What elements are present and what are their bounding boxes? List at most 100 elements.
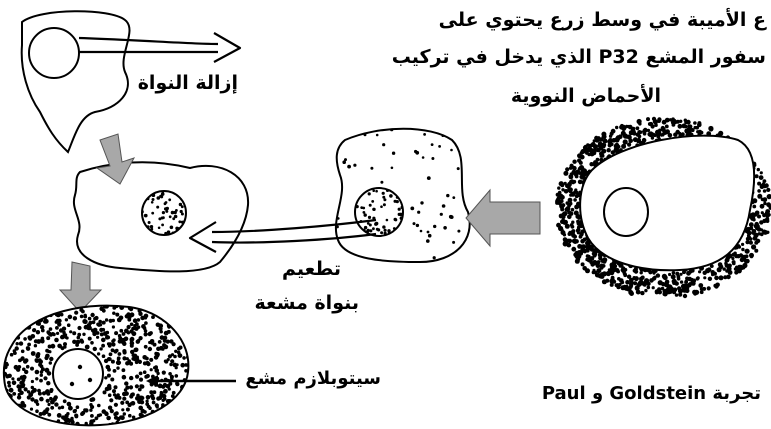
gray-arrow-right-to-middle (466, 190, 540, 246)
cytoplasm-dot (129, 376, 133, 380)
medium-dot (607, 148, 611, 152)
nucleus-dot (158, 227, 161, 230)
medium-dot (580, 155, 585, 160)
nucleus-right (604, 188, 648, 236)
cytoplasm-dot (168, 372, 172, 376)
cytoplasm-dot (182, 409, 186, 413)
medium-dot (577, 158, 581, 162)
medium-dot (572, 160, 576, 164)
cytoplasm-dot (35, 425, 39, 429)
cytoplasm-dot (176, 411, 180, 415)
cytoplasm-dot (68, 315, 73, 320)
cytoplasm-dot (179, 300, 182, 303)
cytoplasm-dot (35, 370, 40, 375)
cytoplasm-dot (49, 327, 53, 331)
medium-dot (637, 130, 641, 134)
cytoplasm-dot (187, 410, 191, 414)
medium-dot (760, 184, 765, 189)
cytoplasm-dot (176, 412, 180, 416)
experiment-caption: تجربة Goldstein و Paul (542, 383, 761, 404)
medium-dot (700, 131, 704, 135)
cytoplasm-dot (43, 319, 47, 323)
cytoplasm-dot (4, 412, 8, 416)
medium-dot (649, 122, 653, 126)
cytoplasm-dot (183, 418, 187, 422)
cytoplasm-dot (113, 369, 117, 373)
cytoplasm-dot (183, 325, 187, 329)
cytoplasm-dot (182, 311, 186, 315)
cytoplasm-dot (45, 389, 49, 393)
cytoplasm-dot (127, 325, 131, 329)
medium-dot (640, 271, 643, 274)
cytoplasm-dot (189, 351, 192, 354)
radioactive-dot (391, 167, 394, 170)
cytoplasm-dot (67, 323, 71, 327)
medium-dot (677, 277, 681, 281)
medium-dot (561, 188, 564, 191)
cytoplasm-dot (108, 342, 112, 346)
medium-dot (572, 181, 575, 184)
cytoplasm-dot (35, 312, 39, 316)
medium-dot (663, 275, 668, 280)
nucleus-dot (369, 229, 372, 232)
nucleus-dot (371, 200, 374, 203)
gray-arrow-down-2 (60, 262, 101, 312)
nucleus-dot (372, 189, 375, 192)
cytoplasm-dot (134, 348, 139, 353)
cytoplasm-dot (190, 411, 193, 414)
medium-dot (567, 188, 571, 192)
nucleolus-dot (78, 365, 82, 369)
cytoplasm-dot (122, 375, 127, 380)
cytoplasm-dot (46, 399, 50, 403)
nucleus-dot (181, 221, 184, 224)
cytoplasm-dot (177, 403, 182, 408)
nucleus-dot (398, 208, 401, 211)
cytoplasm-dot (163, 412, 167, 416)
cytoplasm-dot (190, 411, 194, 415)
medium-dot (612, 265, 617, 270)
cytoplasm-dot (1, 410, 5, 414)
medium-dot (697, 121, 701, 125)
medium-dot (746, 237, 750, 241)
cytoplasm-dot (125, 386, 129, 390)
medium-dot (680, 280, 683, 283)
medium-dot (575, 170, 579, 174)
cytoplasm-dot (24, 387, 28, 391)
nucleus-dot (170, 226, 174, 230)
cytoplasm-dot (45, 349, 49, 353)
cytoplasm-dot (16, 342, 19, 345)
cytoplasm-dot (101, 344, 105, 348)
medium-dot (585, 268, 590, 273)
medium-dot (585, 248, 589, 252)
cytoplasm-dot (29, 421, 33, 425)
cytoplasm-dot (156, 396, 160, 400)
cytoplasm-dot (30, 397, 34, 401)
cytoplasm-dot (22, 423, 26, 427)
nucleus-dot (356, 205, 359, 208)
medium-dot (756, 239, 760, 243)
medium-dot (576, 257, 581, 262)
medium-dot (576, 228, 580, 232)
nucleus-dot (169, 215, 172, 218)
medium-dot (653, 134, 657, 138)
cytoplasm-dot (191, 307, 195, 311)
medium-dot (593, 260, 598, 265)
cytoplasm-dot (125, 401, 129, 405)
medium-dot (702, 287, 706, 291)
cytoplasm-dot (9, 318, 13, 322)
cytoplasm-dot (39, 310, 43, 314)
cytoplasm-dot (42, 306, 47, 311)
cytoplasm-dot (192, 419, 195, 422)
cytoplasm-dot (119, 415, 123, 419)
medium-dot (647, 286, 651, 290)
cytoplasm-dot (165, 306, 170, 311)
medium-dot (667, 284, 672, 289)
medium-dot (592, 151, 597, 156)
cytoplasm-dot (79, 308, 83, 312)
medium-dot (614, 137, 619, 142)
medium-dot (755, 174, 759, 178)
cytoplasm-dot (112, 325, 115, 328)
intro-line-2: سفور المشع P32 الذي يدخل في تركيب (392, 46, 766, 68)
radioactive-dot (438, 145, 441, 148)
medium-dot (759, 220, 763, 224)
